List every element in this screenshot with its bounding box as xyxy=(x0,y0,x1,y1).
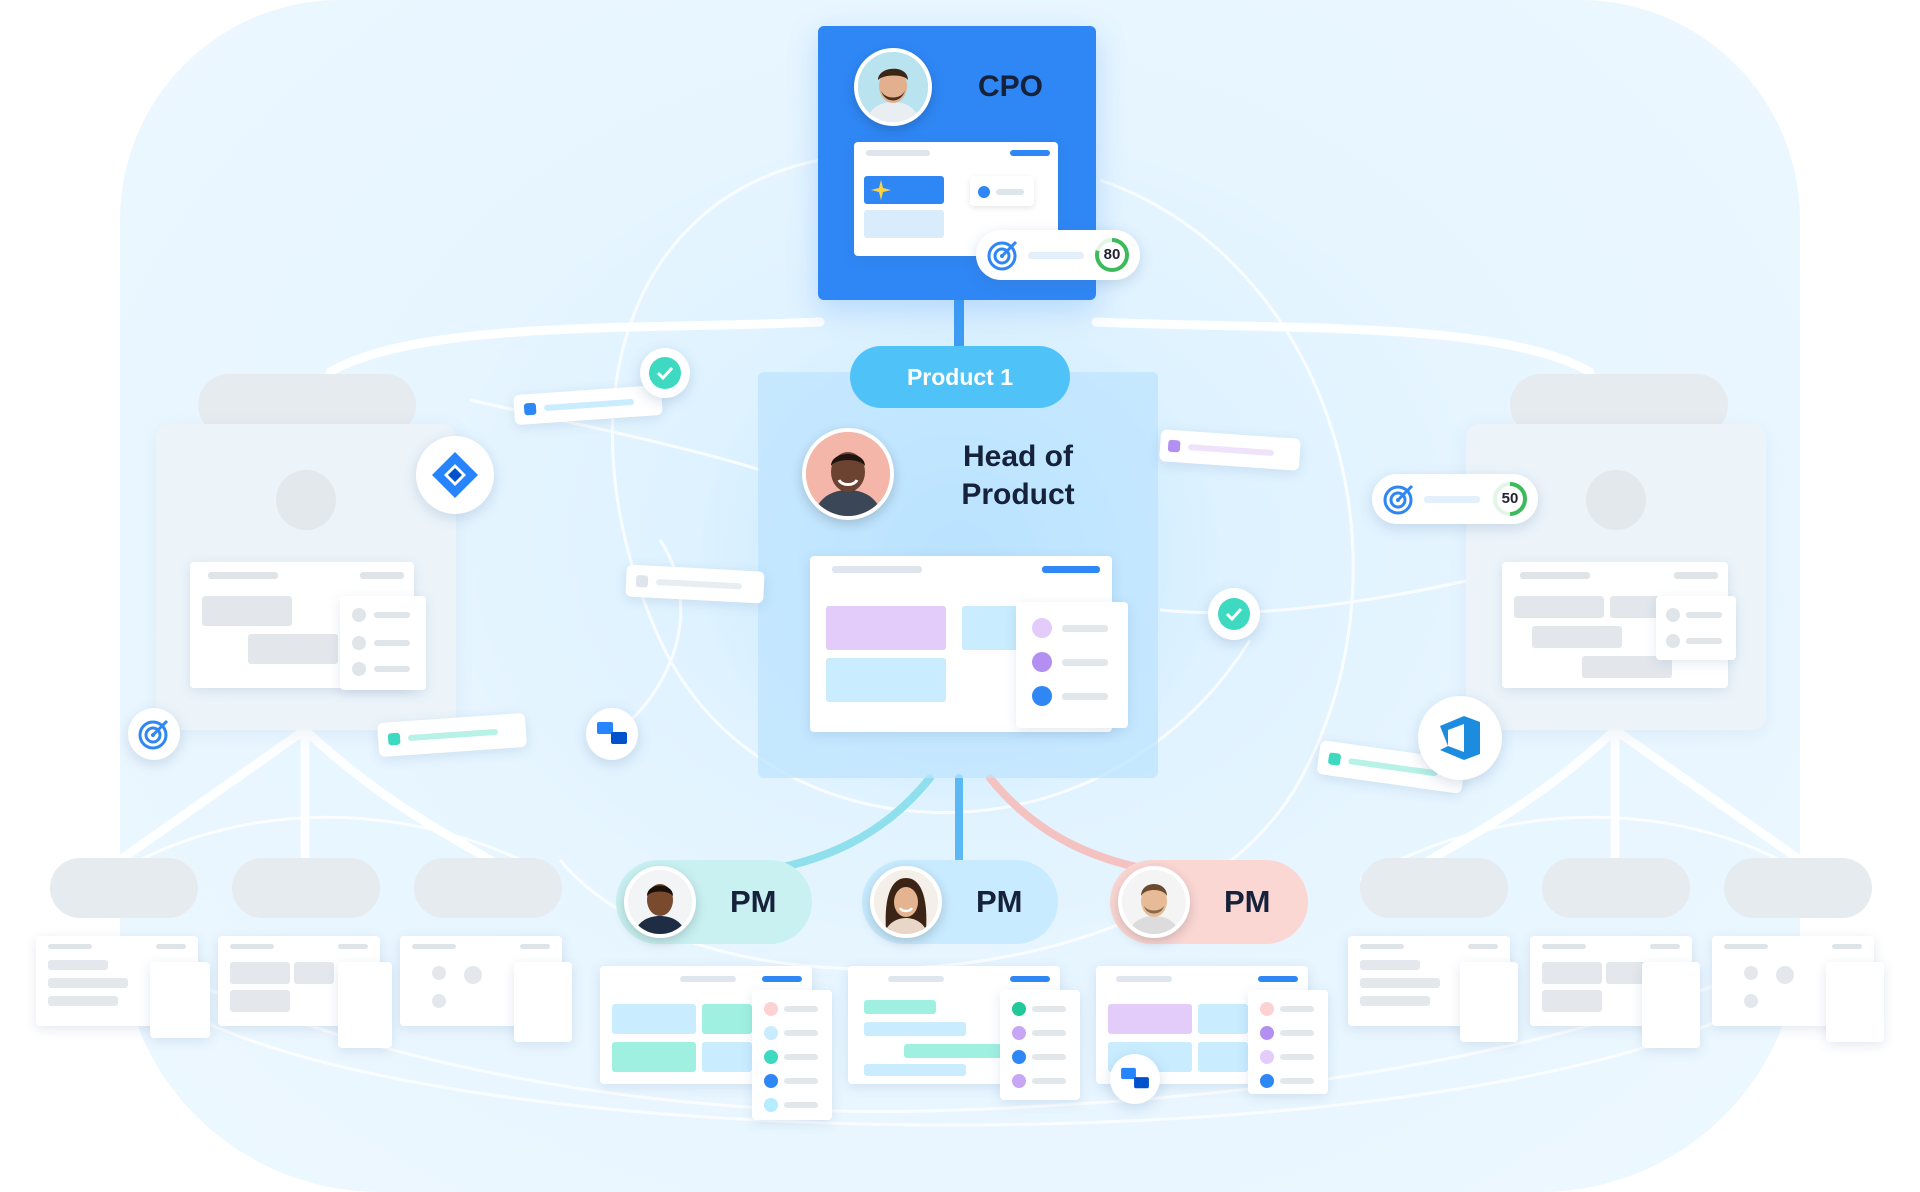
cpo-mini-board xyxy=(854,142,1058,256)
line-right-branch-1 xyxy=(1425,725,1620,865)
head-of-product-card[interactable]: Head of Product xyxy=(758,372,1158,778)
pm-2-label: PM xyxy=(976,884,1023,919)
target-icon xyxy=(987,240,1018,271)
confluence-icon xyxy=(1121,1067,1149,1089)
thin-bottom-arc-2 xyxy=(199,1018,1721,1127)
pm-3-list xyxy=(1248,990,1328,1094)
line-left-branch-3 xyxy=(300,725,495,865)
left-member-list-2 xyxy=(338,962,392,1048)
cpo-highlight-tile xyxy=(864,176,944,204)
cpo-goal-score-chip[interactable]: 80 xyxy=(976,230,1140,280)
left-member-placeholder-2 xyxy=(232,858,380,918)
cpo-card[interactable]: CPO xyxy=(818,26,1096,300)
left-team-avatar-placeholder xyxy=(276,470,336,530)
target-icon xyxy=(1383,484,1414,515)
product-label-pill[interactable]: Product 1 xyxy=(850,346,1070,408)
left-team-mini-list xyxy=(340,596,426,690)
cpo-face-illustration xyxy=(858,52,928,122)
thin-bottom-arc-1 xyxy=(139,958,1781,1113)
pm-1-list xyxy=(752,990,832,1120)
check-icon xyxy=(649,357,681,389)
confluence-badge-pm3 xyxy=(1110,1054,1160,1104)
right-member-placeholder-3 xyxy=(1724,858,1872,918)
thin-bottom-arc-3 xyxy=(139,815,561,882)
left-member-list-1 xyxy=(150,962,210,1038)
jira-icon xyxy=(432,452,478,498)
thin-link-confluence xyxy=(619,539,683,732)
left-team-card xyxy=(156,424,456,730)
right-team-goal-score-chip[interactable]: 50 xyxy=(1372,474,1538,524)
azure-devops-icon xyxy=(1440,716,1480,760)
head-mini-list xyxy=(1016,602,1128,728)
line-right-branch-3 xyxy=(1610,725,1805,865)
left-member-placeholder-1 xyxy=(50,858,198,918)
pm-2-avatar xyxy=(870,866,942,938)
goal-badge-left xyxy=(128,708,180,760)
pm-3-face-illustration xyxy=(1122,870,1186,934)
right-team-score-value: 50 xyxy=(1501,490,1519,507)
check-icon xyxy=(1218,598,1250,630)
head-of-product-title: Head of Product xyxy=(918,438,1118,514)
head-of-product-avatar xyxy=(802,428,894,520)
head-face-illustration xyxy=(806,432,890,516)
left-member-list-3 xyxy=(514,962,572,1042)
pm-3-pill[interactable]: PM xyxy=(1110,860,1308,944)
pm-2-pill[interactable]: PM xyxy=(862,860,1058,944)
check-badge-1 xyxy=(640,348,690,398)
right-member-list-1 xyxy=(1460,962,1518,1042)
right-team-card xyxy=(1466,424,1766,730)
confluence-icon xyxy=(597,722,627,744)
cpo-score-value: 80 xyxy=(1103,246,1121,263)
cpo-title: CPO xyxy=(978,70,1044,103)
jira-badge xyxy=(416,436,494,514)
progress-ring xyxy=(1095,238,1129,272)
right-member-list-2 xyxy=(1642,962,1700,1048)
confluence-badge xyxy=(586,708,638,760)
connector-head-pm1 xyxy=(766,774,934,874)
pm-1-pill[interactable]: PM xyxy=(616,860,812,944)
pm-3-avatar xyxy=(1118,866,1190,938)
line-left-cpo xyxy=(325,317,825,377)
azure-devops-badge xyxy=(1418,696,1502,780)
head-title-line-1: Head of xyxy=(962,440,1073,473)
head-title-line-2: Product xyxy=(961,478,1075,511)
right-team-mini-list xyxy=(1656,596,1736,660)
right-member-placeholder-2 xyxy=(1542,858,1690,918)
pm-2-list xyxy=(1000,990,1080,1100)
thin-loop-2 xyxy=(558,178,1355,971)
pm-3-label: PM xyxy=(1224,884,1271,919)
connector-head-pm3 xyxy=(986,774,1154,874)
thin-link-check xyxy=(1159,578,1471,615)
line-left-branch-1 xyxy=(115,725,310,865)
progress-ring xyxy=(1493,482,1527,516)
thin-link-jira xyxy=(469,398,761,472)
line-right-cpo xyxy=(1091,317,1595,377)
left-member-placeholder-3 xyxy=(414,858,562,918)
star-icon xyxy=(871,180,891,200)
right-team-avatar-placeholder xyxy=(1586,470,1646,530)
cpo-avatar xyxy=(854,48,932,126)
pm-1-avatar xyxy=(624,866,696,938)
check-badge-2 xyxy=(1208,588,1260,640)
thin-bottom-arc-4 xyxy=(1359,815,1781,882)
pm-2-face-illustration xyxy=(874,870,938,934)
pm-1-face-illustration xyxy=(628,870,692,934)
target-icon xyxy=(138,719,169,750)
right-member-placeholder-1 xyxy=(1360,858,1508,918)
right-member-list-3 xyxy=(1826,962,1884,1042)
pm-1-label: PM xyxy=(730,884,777,919)
